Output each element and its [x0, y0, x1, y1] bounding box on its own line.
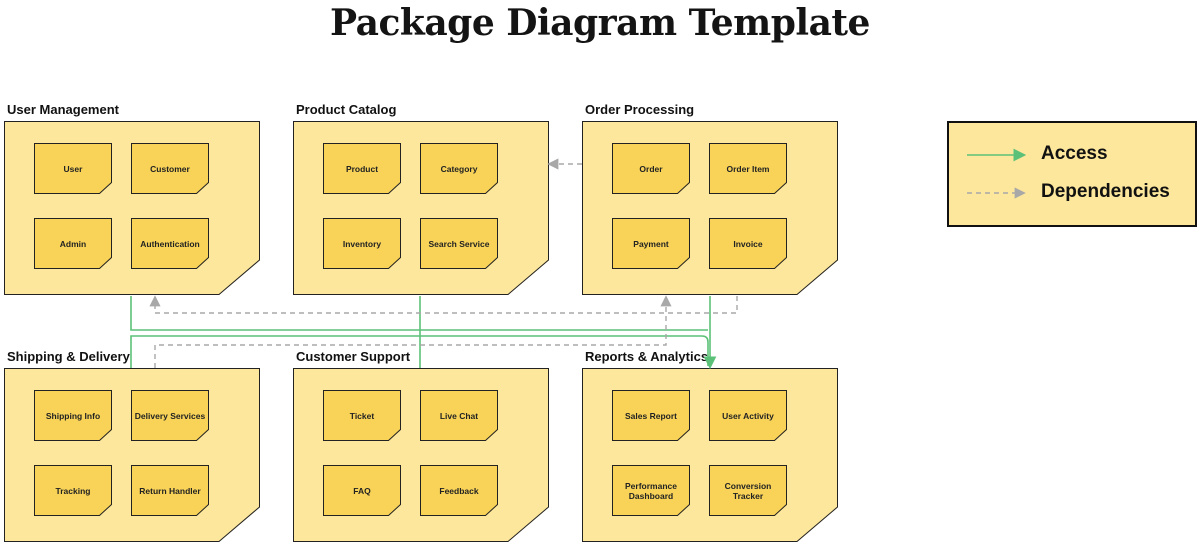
- access-user-management-to-reports: [130, 296, 708, 331]
- legend-lines: [967, 148, 1027, 199]
- legend-dependencies-label: Dependencies: [1041, 181, 1170, 202]
- package-label-order-processing: Order Processing: [585, 102, 695, 117]
- dependency-order-to-user: [149, 295, 738, 314]
- package-label-shipping-and-delivery: Shipping & Delivery: [7, 349, 130, 364]
- dependency-connectors: [149, 158, 738, 368]
- access-shipping-to-reports: [130, 335, 709, 368]
- package-label-product-catalog: Product Catalog: [296, 102, 397, 117]
- diagram-title: Package Diagram Template: [330, 2, 870, 44]
- package-label-reports-and-analytics: Reports & Analytics: [585, 349, 709, 364]
- package-label-customer-support: Customer Support: [296, 349, 411, 364]
- access-connectors: [130, 296, 717, 370]
- legend-access-label: Access: [1041, 143, 1108, 164]
- package-label-user-management: User Management: [7, 102, 119, 117]
- legend: Access Dependencies: [947, 121, 1197, 227]
- dependency-shipping-to-order: [154, 295, 672, 368]
